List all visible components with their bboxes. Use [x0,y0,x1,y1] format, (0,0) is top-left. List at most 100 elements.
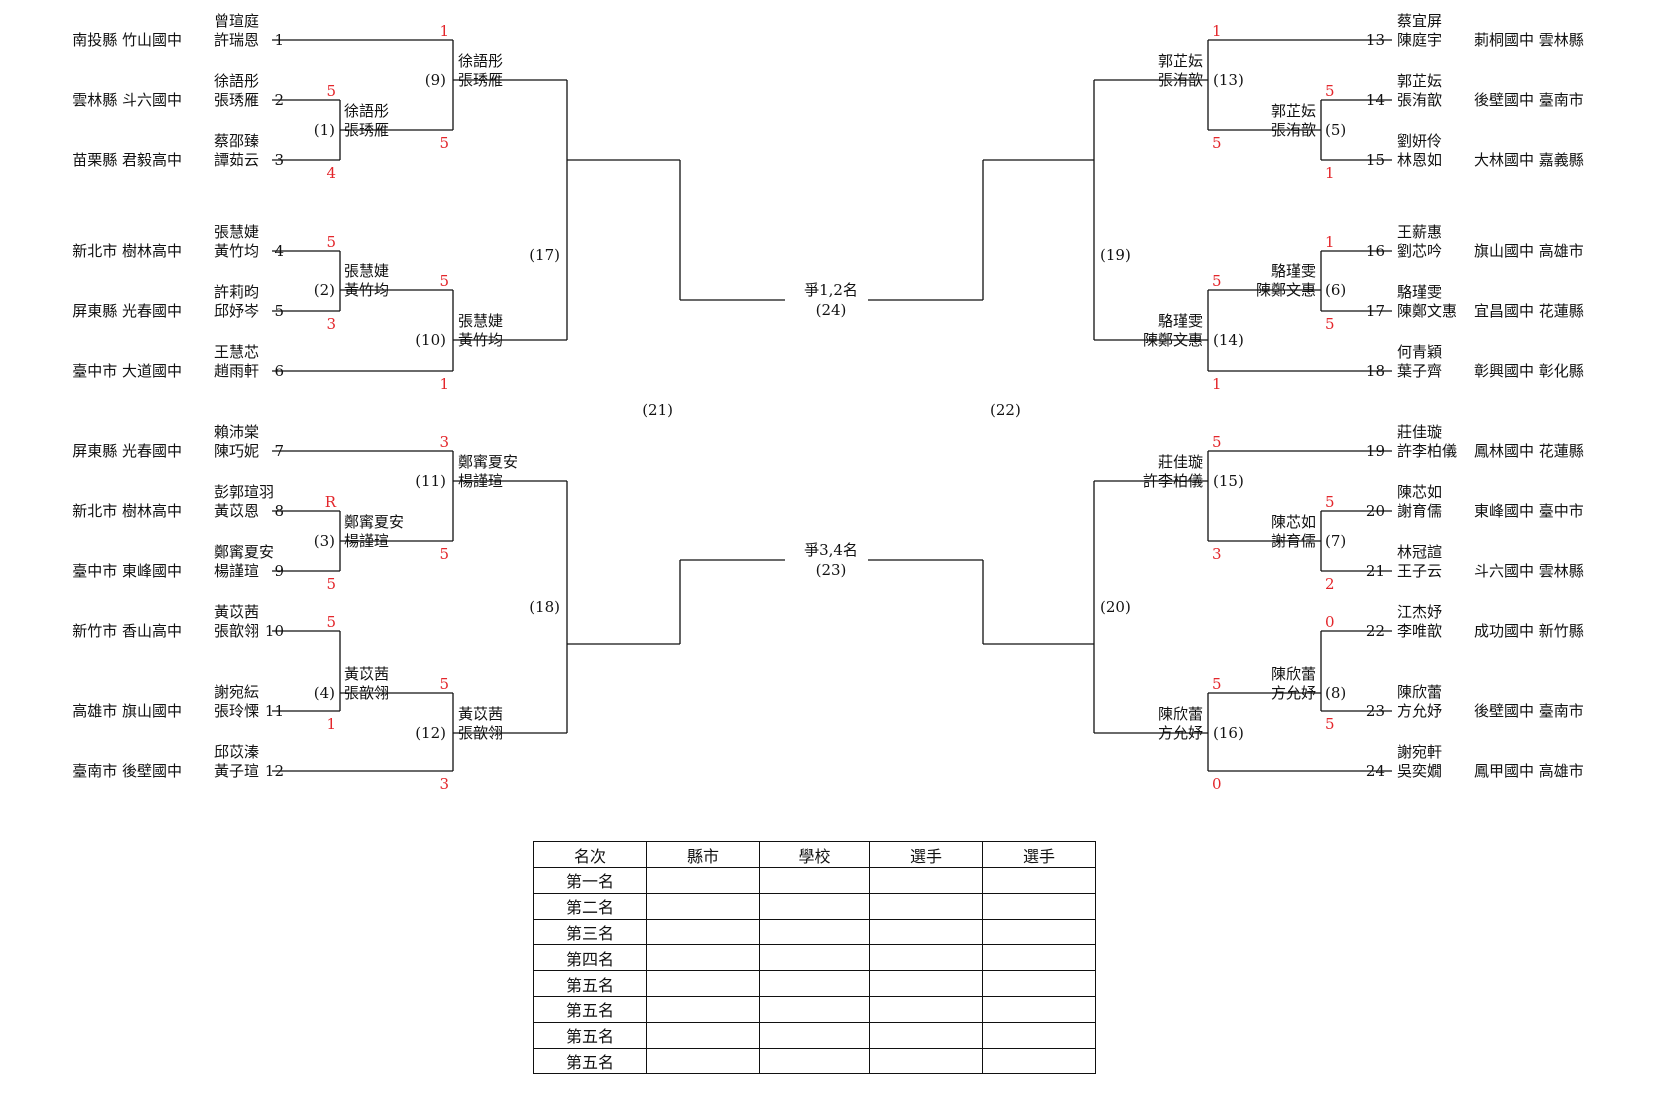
entry-player-1: 許莉昀 [214,283,259,301]
player-cell [982,944,1096,972]
match-score: 5 [1325,82,1335,100]
entry-player-1: 邱苡溱 [214,743,259,761]
entry-county-school: 南投縣 竹山國中 [72,31,182,49]
player-cell [982,892,1096,920]
match-label: (21) [642,401,673,419]
winner-player-2: 張洧歆 [1271,121,1316,139]
entry-player-1: 黃苡茜 [214,603,259,621]
match-label: (5) [1325,121,1346,139]
match-score: 5 [326,575,336,593]
match-label: (16) [1213,724,1244,742]
standings-table: 名次 縣市 學校 選手 選手 第一名 第二名 第三名 第四名 第五名 第五名 第… [533,841,1096,1075]
rank-cell: 第四名 [533,944,647,972]
entry-player-1: 謝宛軒 [1397,743,1442,761]
entry-player-2: 黃竹均 [214,242,259,260]
entry-county-school: 臺中市 大道國中 [72,362,182,380]
school-cell [759,1047,870,1075]
match-label: (3) [314,532,335,550]
entry-county-school: 高雄市 旗山國中 [72,702,182,720]
match-score: 3 [439,433,449,451]
school-cell [759,1021,870,1049]
winner-player-1: 徐語彤 [458,52,503,70]
match-score: 5 [1212,433,1222,451]
winner-player-2: 謝育儒 [1271,532,1316,550]
school-cell [759,892,870,920]
match-label: (10) [415,331,446,349]
match-score: 1 [1325,164,1335,182]
match-score: 4 [326,164,336,182]
county-cell [646,867,760,894]
winner-player-1: 黃苡茜 [344,665,389,683]
winner-player-1: 徐語彤 [344,102,389,120]
final-label: (23) [816,561,847,579]
player-cell [869,995,983,1023]
entry-school-county: 大林國中 嘉義縣 [1474,151,1584,169]
entry-player-1: 蔡邵臻 [214,132,259,150]
standings-row: 第三名 [533,918,1096,946]
rank-cell: 第五名 [533,1021,647,1049]
standings-row: 第五名 [533,995,1096,1023]
entry-county-school: 新竹市 香山高中 [72,622,182,640]
entry-player-1: 王慧芯 [214,343,259,361]
entry-player-1: 郭芷妘 [1397,72,1442,90]
standings-row: 第五名 [533,1021,1096,1049]
entry-player-2: 譚茹云 [214,151,259,169]
entry-player-2: 黃子瑄 [214,762,259,780]
match-label: (2) [314,281,335,299]
entry-county-school: 新北市 樹林高中 [72,502,182,520]
match-score: 5 [439,272,449,290]
final-title: 爭3,4名 [804,541,858,559]
match-score: 1 [1212,375,1222,393]
entry-player-1: 林冠諠 [1397,543,1442,561]
entry-player-2: 張玲慄 [214,702,259,720]
match-label: (22) [990,401,1021,419]
match-label: (7) [1325,532,1346,550]
match-score: 5 [439,134,449,152]
entry-player-1: 徐語彤 [214,72,259,90]
county-cell [646,918,760,946]
winner-player-1: 駱瑾雯 [1158,312,1203,330]
winner-player-2: 張琇雁 [344,121,389,139]
rank-cell: 第三名 [533,918,647,946]
entry-player-2: 趙雨軒 [214,362,259,380]
match-label: (8) [1325,684,1346,702]
match-score: 5 [1325,315,1335,333]
entry-player-1: 張慧婕 [214,223,259,241]
player-cell [869,944,983,972]
winner-player-1: 張慧婕 [458,312,503,330]
entry-school-county: 鳳林國中 花蓮縣 [1474,442,1584,460]
entry-player-2: 許瑞恩 [214,31,259,49]
player-cell [869,1047,983,1075]
standings-row: 第五名 [533,1047,1096,1075]
match-score: 5 [1212,272,1222,290]
match-score: 1 [439,375,449,393]
player-cell [869,867,983,894]
winner-player-1: 黃苡茜 [458,705,503,723]
entry-player-2: 陳鄭文惠 [1397,302,1457,320]
player-cell [982,918,1096,946]
entry-player-1: 駱瑾雯 [1397,283,1442,301]
entry-player-1: 何青穎 [1397,343,1442,361]
entry-player-2: 張琇雁 [214,91,259,109]
rank-cell: 第五名 [533,1047,647,1075]
standings-row: 第二名 [533,892,1096,920]
entry-player-1: 陳欣蕾 [1397,683,1442,701]
header-player-1: 選手 [869,841,983,868]
winner-player-1: 郭芷妘 [1158,52,1203,70]
entry-school-county: 後壁國中 臺南市 [1474,91,1584,109]
match-score: 3 [326,315,336,333]
entry-school-county: 東峰國中 臺中市 [1474,502,1584,520]
winner-player-1: 陳欣蕾 [1271,665,1316,683]
entry-player-2: 李唯歆 [1397,622,1442,640]
entry-county-school: 臺南市 後壁國中 [72,762,182,780]
player-cell [982,1047,1096,1075]
header-county: 縣市 [646,841,760,868]
match-label: (17) [529,246,560,264]
school-cell [759,867,870,894]
entry-county-school: 臺中市 東峰國中 [72,562,182,580]
entry-school-county: 鳳甲國中 高雄市 [1474,762,1584,780]
entry-player-2: 張歆翎 [214,622,259,640]
entry-school-county: 斗六國中 雲林縣 [1474,562,1584,580]
entry-player-1: 曾瑄庭 [214,12,259,30]
